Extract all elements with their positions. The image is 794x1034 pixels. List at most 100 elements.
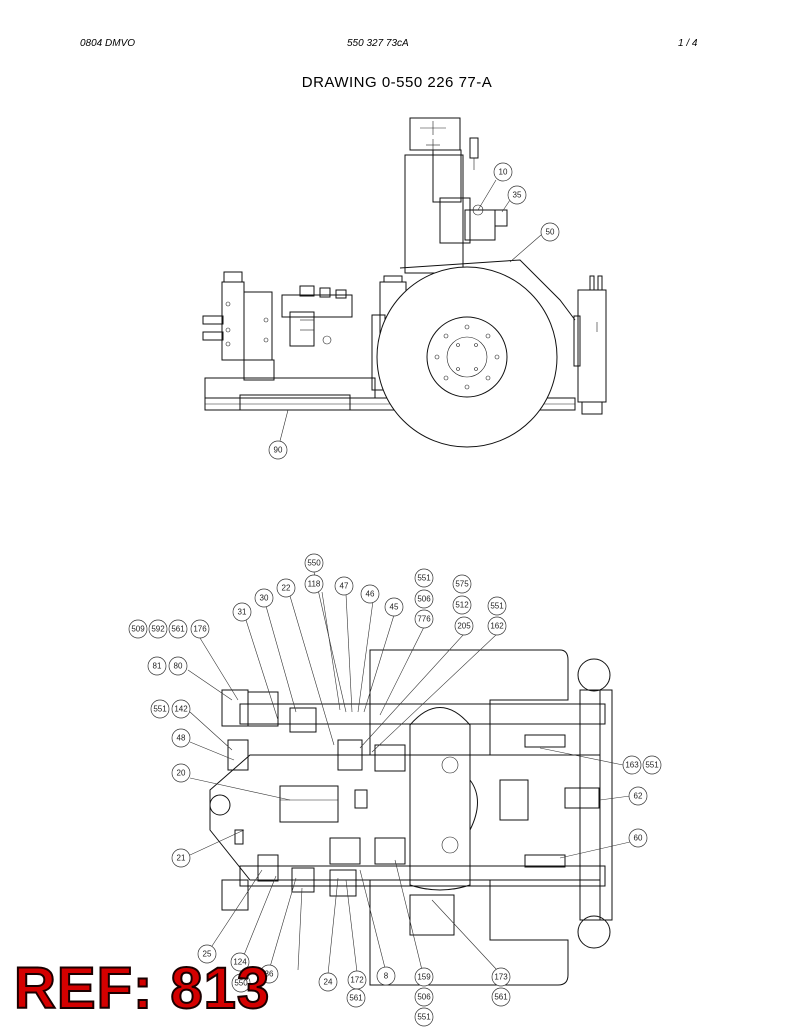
callout-bubble[interactable]: 159 <box>414 967 434 987</box>
svg-text:24: 24 <box>324 978 333 987</box>
svg-text:30: 30 <box>260 594 269 603</box>
svg-text:172: 172 <box>350 976 364 985</box>
svg-text:90: 90 <box>274 446 283 455</box>
callout-bubble[interactable]: 561 <box>346 988 366 1008</box>
callout-bubble[interactable]: 561 <box>168 619 188 639</box>
svg-text:25: 25 <box>203 950 212 959</box>
svg-text:60: 60 <box>634 834 643 843</box>
callout-bubble[interactable]: 31 <box>232 602 252 622</box>
callout-bubble[interactable]: 550 <box>304 553 324 573</box>
svg-text:46: 46 <box>366 590 375 599</box>
callout-bubble[interactable]: 21 <box>171 848 191 868</box>
svg-text:21: 21 <box>177 854 186 863</box>
callout-bubble[interactable]: 48 <box>171 728 191 748</box>
callout-bubble[interactable]: 506 <box>414 589 434 609</box>
svg-text:36: 36 <box>265 970 274 979</box>
svg-text:592: 592 <box>151 625 165 634</box>
callout-bubble[interactable]: 176 <box>190 619 210 639</box>
callout-bubble[interactable]: 20 <box>171 763 191 783</box>
callout-bubble[interactable]: 30 <box>254 588 274 608</box>
callout-bubble[interactable]: 124 <box>230 952 250 972</box>
callout-bubble[interactable]: 172 <box>347 970 367 990</box>
callout-bubble[interactable]: 24 <box>318 972 338 992</box>
svg-text:173: 173 <box>494 973 508 982</box>
callout-bubble[interactable]: 60 <box>628 828 648 848</box>
callout-bubble[interactable]: 47 <box>334 576 354 596</box>
callout-bubble[interactable]: 80 <box>168 656 188 676</box>
top-view-drawing <box>209 649 613 986</box>
callout-bubble[interactable]: 512 <box>452 595 472 615</box>
callout-bubble[interactable]: 506 <box>414 987 434 1007</box>
ref-stamp: REF: 813 <box>13 956 271 1021</box>
callout-bubble[interactable]: 162 <box>487 616 507 636</box>
svg-text:551: 551 <box>490 602 504 611</box>
callout-bubble[interactable]: 551 <box>642 755 662 775</box>
svg-text:575: 575 <box>455 580 469 589</box>
callout-bubble[interactable]: 45 <box>384 597 404 617</box>
svg-text:124: 124 <box>233 958 247 967</box>
svg-text:159: 159 <box>417 973 431 982</box>
header-page-number: 1 / 4 <box>678 38 698 49</box>
svg-text:561: 561 <box>171 625 185 634</box>
header-part-number: 550 327 73cA <box>347 38 409 49</box>
callout-bubble[interactable]: 10 <box>493 162 513 182</box>
svg-text:163: 163 <box>625 761 639 770</box>
svg-text:8: 8 <box>384 972 389 981</box>
callout-bubble[interactable]: 551 <box>487 596 507 616</box>
svg-text:162: 162 <box>490 622 504 631</box>
callout-bubble[interactable]: 62 <box>628 786 648 806</box>
callout-bubble[interactable]: 551 <box>150 699 170 719</box>
svg-text:509: 509 <box>131 625 145 634</box>
callout-bubble[interactable]: 46 <box>360 584 380 604</box>
svg-text:45: 45 <box>390 603 399 612</box>
side-view-drawing <box>202 117 607 448</box>
callout-bubble[interactable]: 551 <box>414 568 434 588</box>
callout-bubble[interactable]: 592 <box>148 619 168 639</box>
callout-bubble[interactable]: 8 <box>376 966 396 986</box>
callout-bubble[interactable]: 81 <box>147 656 167 676</box>
svg-text:550: 550 <box>234 979 248 988</box>
callout-bubble[interactable]: 36 <box>259 964 279 984</box>
callout-bubble[interactable]: 575 <box>452 574 472 594</box>
svg-text:506: 506 <box>417 595 431 604</box>
svg-text:35: 35 <box>513 191 522 200</box>
svg-text:205: 205 <box>457 622 471 631</box>
callout-bubble[interactable]: 22 <box>276 578 296 598</box>
callout-bubble[interactable]: 50 <box>540 222 560 242</box>
svg-text:561: 561 <box>494 993 508 1002</box>
svg-text:31: 31 <box>238 608 247 617</box>
drawing-title: DRAWING 0-550 226 77-A <box>301 74 493 91</box>
callout-bubble[interactable]: 118 <box>304 574 324 594</box>
svg-text:62: 62 <box>634 792 643 801</box>
svg-text:776: 776 <box>417 615 431 624</box>
svg-text:50: 50 <box>546 228 555 237</box>
header-doc-code: 0804 DMVO <box>80 38 136 49</box>
svg-text:551: 551 <box>417 574 431 583</box>
callout-bubble[interactable]: 205 <box>454 616 474 636</box>
callout-bubble[interactable]: 35 <box>507 185 527 205</box>
svg-text:20: 20 <box>177 769 186 778</box>
callout-bubble[interactable]: 561 <box>491 987 511 1007</box>
svg-text:551: 551 <box>645 761 659 770</box>
svg-text:551: 551 <box>153 705 167 714</box>
callout-bubble[interactable]: 142 <box>171 699 191 719</box>
svg-text:22: 22 <box>282 584 291 593</box>
side-view-labels: 10 35 50 90 <box>268 162 560 460</box>
callout-bubble[interactable]: 173 <box>491 967 511 987</box>
callout-bubble[interactable]: 509 <box>128 619 148 639</box>
callout-bubble[interactable]: 550 <box>231 973 251 993</box>
callout-bubble[interactable]: 163 <box>622 755 642 775</box>
callout-bubble[interactable]: 25 <box>197 944 217 964</box>
svg-text:551: 551 <box>417 1013 431 1022</box>
callout-bubble[interactable]: 551 <box>414 1007 434 1027</box>
top-view-labels: 550 118 22 47 46 45 551 575 506 512 551 … <box>128 553 662 1027</box>
svg-text:47: 47 <box>340 582 349 591</box>
callout-bubble[interactable]: 776 <box>414 609 434 629</box>
svg-text:506: 506 <box>417 993 431 1002</box>
callout-bubble[interactable]: 90 <box>268 440 288 460</box>
svg-text:118: 118 <box>308 580 321 589</box>
svg-text:10: 10 <box>499 168 508 177</box>
svg-text:80: 80 <box>174 662 183 671</box>
svg-text:81: 81 <box>153 662 162 671</box>
